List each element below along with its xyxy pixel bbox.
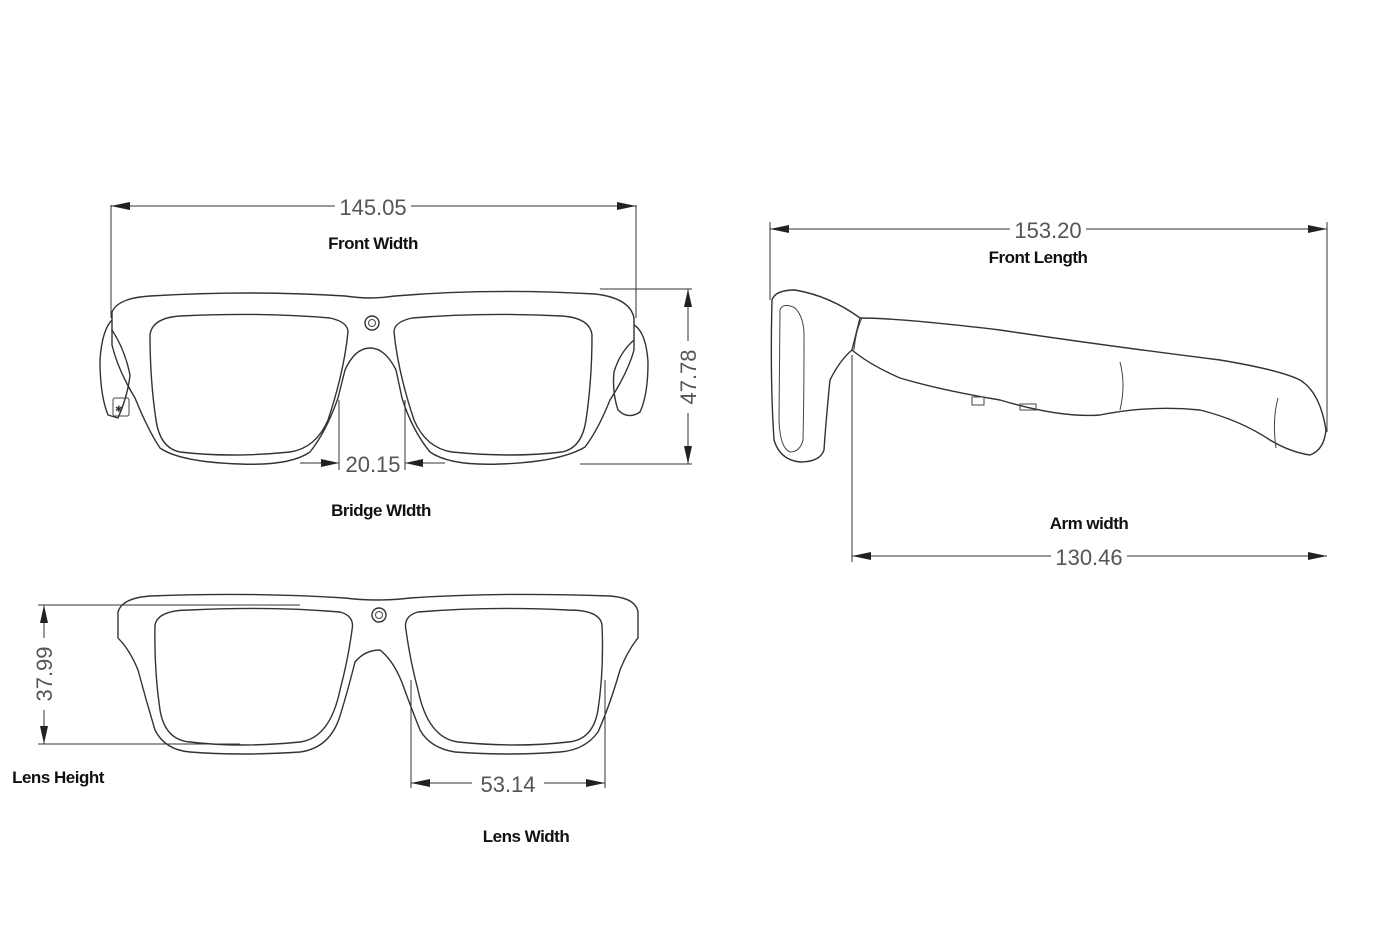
lens-width-label: Lens Width [483,827,570,846]
bridge-width-label: Bridge WIdth [331,501,431,520]
front-camera-icon [364,315,380,331]
front-width-label: Front Width [328,234,418,253]
svg-text:✱: ✱ [115,405,123,415]
front-length-label: Front Length [989,248,1088,267]
lens-height-value: 37.99 [32,646,57,701]
lens-view-camera-icon [371,607,387,623]
lens-view-frame-outline [117,593,639,755]
front-right-lens [393,313,593,456]
lens-height-label: Lens Height [12,768,105,787]
arm-width-label: Arm width [1050,514,1129,533]
arm-width-value: 130.46 [1055,545,1122,570]
front-frame-outline [111,290,635,465]
lens-view-left-lens [154,607,354,746]
side-arm [851,317,1327,456]
front-length-value: 153.20 [1014,218,1081,243]
lens-view: 37.99 Lens Height 53.14 Lens Width [12,593,639,846]
front-left-lens [149,313,349,456]
lens-width-value: 53.14 [480,772,535,797]
side-view: 153.20 Front Length 130.46 Arm width [769,217,1328,570]
front-height-value: 47.78 [676,349,701,404]
lens-view-right-lens [404,607,604,746]
front-view: ✱ 145.05 Front Width 47.78 20.15 Bridge … [99,194,701,520]
side-front-piece [770,289,861,463]
front-left-hinge [99,319,131,419]
front-right-hinge [612,324,649,417]
front-width-value: 145.05 [339,195,406,220]
bridge-width-value: 20.15 [345,452,400,477]
